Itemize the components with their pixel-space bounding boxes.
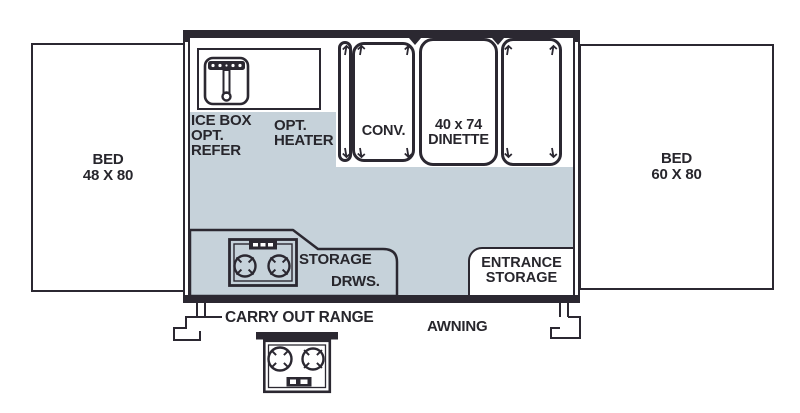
awning-label: AWNING [427, 318, 488, 335]
wall-corner-cap [183, 30, 190, 42]
dinette-cushion [419, 38, 498, 166]
rear-wall-bar [183, 295, 580, 303]
bed-left-label-line2: 48 X 80 [82, 166, 134, 184]
bed-right-label-line2: 60 X 80 [651, 166, 702, 183]
seating-area: CONV. 40 x 74 DINETTE [336, 38, 574, 167]
range-icon [228, 238, 298, 287]
trailer-body: CONV. 40 x 74 DINETTE ICE BOX OPT. REFER… [183, 30, 580, 303]
entry-step-icon [173, 303, 222, 341]
galley-counter [188, 228, 399, 298]
cushion-notch-icon [409, 38, 421, 45]
dinette-label: 40 x 74 DINETTE [428, 117, 489, 148]
bed-left-label-line1: BED [92, 150, 124, 168]
wall-corner-cap [573, 30, 580, 42]
front-wall-bar [183, 30, 580, 38]
conv-sofa-cushion [352, 42, 415, 162]
right-wall [573, 30, 580, 303]
sink-icon [203, 56, 250, 106]
entrance-storage: ENTRANCE STORAGE [468, 247, 575, 297]
fold-arrow-icons [342, 44, 558, 159]
sofa-armrest-cushion [338, 41, 352, 162]
icebox-refer-label: ICE BOX OPT. REFER [191, 112, 252, 159]
bed-left: BED 48 X 80 [31, 43, 185, 292]
carry-out-range-icon [256, 332, 338, 394]
entry-step-icon [550, 303, 581, 339]
bed-right-label-line1: BED [660, 150, 693, 167]
cushion-notch-icon [492, 38, 504, 45]
carry-out-range-label: CARRY OUT RANGE [225, 309, 374, 326]
storage-drws-label: STORAGE DRWS. [299, 251, 380, 290]
dinette-seat-cushion [501, 38, 562, 166]
opt-heater-label: OPT. HEATER [274, 117, 334, 149]
bed-right: BED 60 X 80 [579, 44, 774, 290]
left-wall [183, 30, 190, 303]
conv-sofa-label: CONV. [361, 123, 406, 139]
